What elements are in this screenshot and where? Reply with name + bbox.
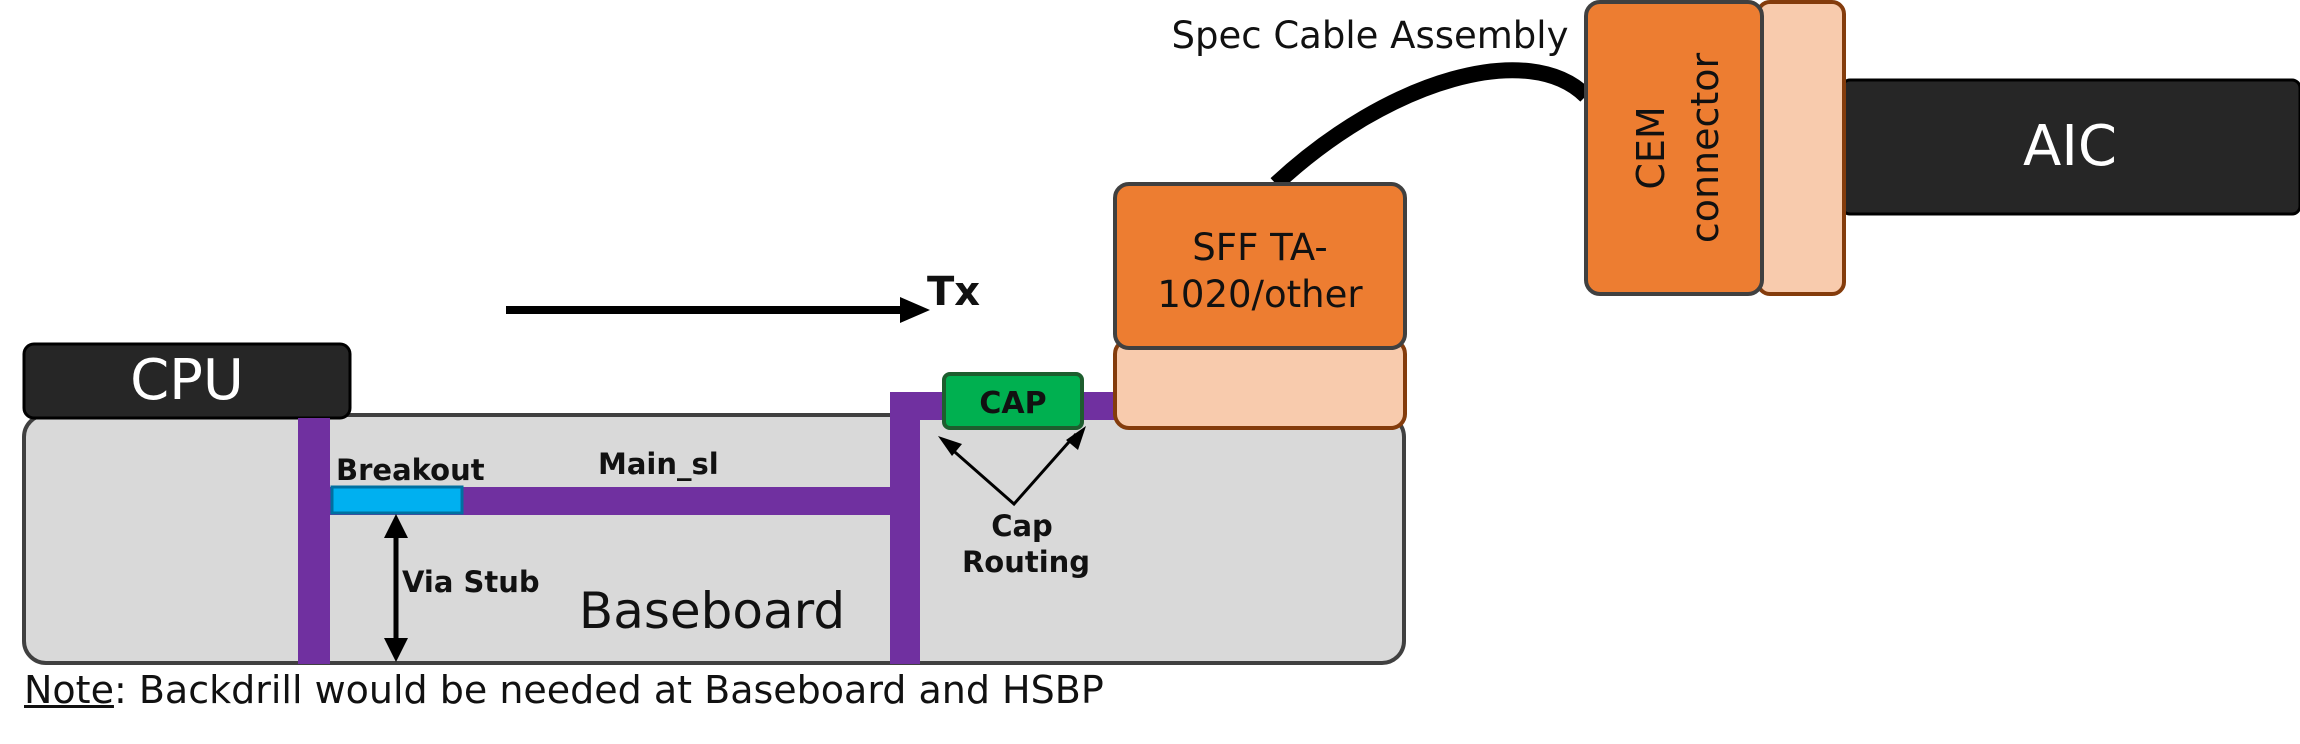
cap-routing-arrowhead-right bbox=[1066, 426, 1086, 450]
connector-via-trace bbox=[890, 392, 920, 664]
cpu-label: CPU bbox=[130, 348, 244, 413]
cem-connector-peach bbox=[1756, 0, 1846, 296]
breakout-label: Breakout bbox=[336, 453, 485, 487]
cap-routing-label-line2: Routing bbox=[962, 545, 1090, 579]
via-stub-label: Via Stub bbox=[402, 565, 540, 599]
baseboard-label: Baseboard bbox=[579, 582, 845, 640]
cap-routing-label-line1: Cap bbox=[991, 509, 1053, 543]
aic-label: AIC bbox=[2023, 114, 2117, 179]
sff-label-line2: 1020/other bbox=[1157, 273, 1363, 316]
cap-label: CAP bbox=[979, 386, 1046, 421]
baseboard bbox=[22, 413, 1406, 665]
via-stub-arrowhead-up bbox=[384, 514, 408, 538]
cem-connector-body bbox=[1584, 0, 1764, 296]
spec-cable bbox=[1270, 62, 1592, 190]
tx-label: Tx bbox=[927, 269, 980, 315]
breakout-block bbox=[330, 485, 464, 515]
tx-arrowhead bbox=[900, 297, 930, 323]
cem-label-line2: connector bbox=[1683, 52, 1727, 243]
cap-routing-arrowhead-left bbox=[938, 436, 962, 456]
via-stub-arrowhead-down bbox=[384, 638, 408, 662]
cpu-block bbox=[22, 342, 352, 420]
sff-connector-base bbox=[1113, 338, 1407, 430]
cap-routing-arrow bbox=[947, 433, 1078, 507]
backdrill-note: Note: Backdrill would be needed at Baseb… bbox=[24, 668, 1104, 712]
spec-cable-label: Spec Cable Assembly bbox=[1172, 14, 1569, 57]
sff-label-line1: SFF TA- bbox=[1192, 226, 1327, 269]
sff-connector-body bbox=[1113, 182, 1407, 350]
cpu-via-trace bbox=[298, 418, 330, 664]
cap-block bbox=[942, 372, 1084, 430]
cem-label-line1: CEM bbox=[1629, 106, 1673, 189]
note-text: : Backdrill would be needed at Baseboard… bbox=[113, 668, 1104, 712]
main-sl-label: Main_sl bbox=[598, 447, 719, 481]
note-prefix: Note bbox=[24, 668, 114, 712]
